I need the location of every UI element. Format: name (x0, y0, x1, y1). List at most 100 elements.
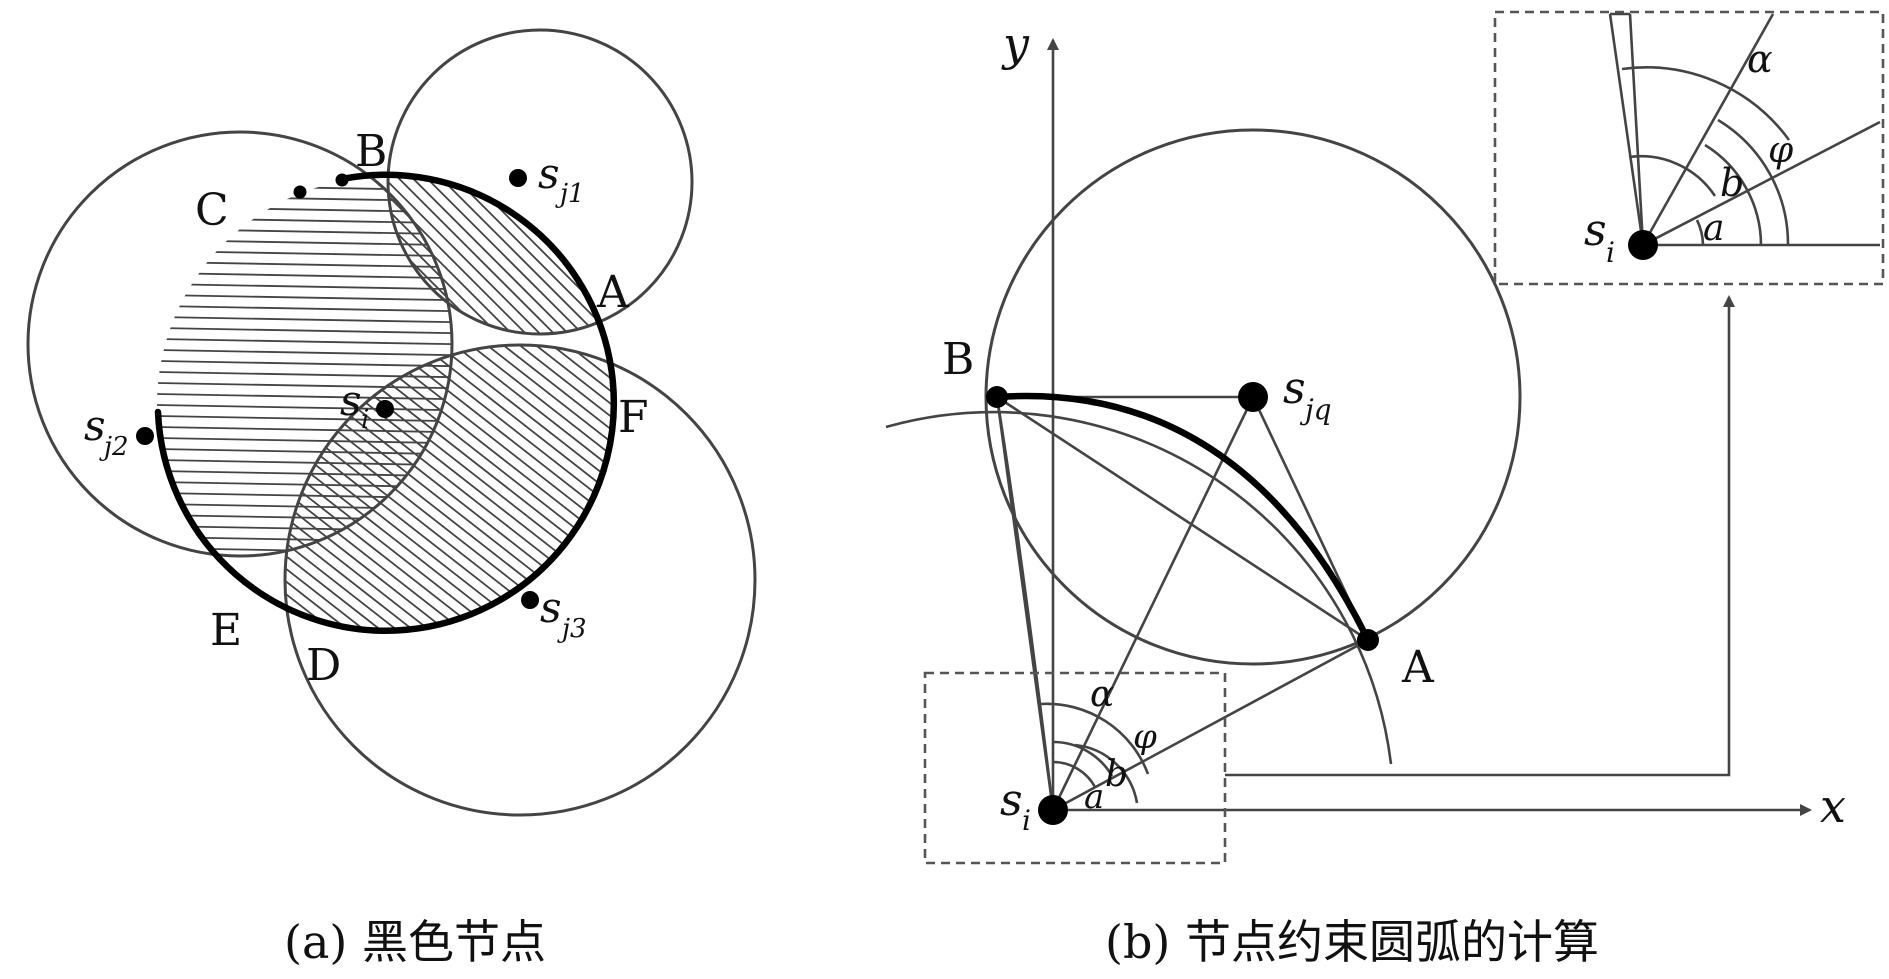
svg-text:s: s (340, 376, 362, 425)
x-axis-label: x (1820, 779, 1846, 833)
hatch-line-diagonal (285, 345, 579, 582)
hatch-line-diagonal (285, 345, 613, 487)
hatch-line-diagonal (285, 345, 613, 464)
svg-text:s: s (84, 401, 106, 450)
angle-arc-alpha (1040, 702, 1150, 775)
point-f-label: F (618, 392, 649, 443)
inset-node-si-dot (1628, 230, 1658, 260)
hatch-line-diagonal (285, 346, 511, 633)
svg-text:i: i (1022, 804, 1031, 837)
svg-text:j1: j1 (555, 179, 585, 209)
hatch-line-horizontal (157, 359, 452, 371)
hatch-line-horizontal (157, 260, 452, 272)
inset-angle-arc-a (1695, 219, 1705, 246)
inset-a-label: a (1703, 208, 1724, 249)
hatch-line-diagonal (388, 177, 613, 334)
hatch-line-diagonal (285, 345, 613, 456)
hatch-line-horizontal (122, 580, 642, 589)
hatch-line-diagonal (285, 345, 609, 543)
constraint-arc-ba (993, 392, 1372, 644)
constraint-arc-boundary (154, 171, 618, 634)
hatch-line-diagonal (285, 433, 443, 633)
svg-text:s: s (1584, 205, 1607, 256)
hatch-line-diagonal (388, 177, 613, 334)
hatch-line-diagonal (285, 345, 566, 598)
hatch-line-horizontal (157, 326, 452, 338)
hatch-line-diagonal (388, 177, 613, 334)
point-b-dot (335, 173, 349, 187)
hatch-line-horizontal (157, 315, 452, 327)
line-b-a (996, 395, 1369, 642)
y-axis-label: y (1001, 17, 1030, 71)
hatch-line-diagonal (333, 345, 613, 369)
hatch-line-diagonal (388, 177, 613, 334)
circle-sj3 (283, 343, 757, 817)
hatch-line-horizontal (157, 469, 452, 481)
node-sj3-label: s j3 (540, 583, 587, 644)
svg-text:s: s (1283, 363, 1306, 414)
svg-text:i: i (361, 405, 369, 435)
point-c-label: C (195, 185, 229, 236)
hatch-line-diagonal (327, 345, 613, 377)
point-a-label: A (596, 267, 630, 318)
panel-b: y x B A s jq s i (885, 10, 1885, 969)
point-c-dot (293, 185, 307, 199)
panel-a: B C A F E D s j1 s j2 s j3 s i (a) 黑色节点 (24, 28, 757, 969)
circle-sj2 (26, 130, 454, 558)
node-si-dot (376, 400, 394, 418)
hatch-line-diagonal (285, 345, 613, 519)
hatch-line-diagonal (285, 345, 529, 633)
node-si-label: s i (340, 376, 369, 435)
hatch-line-horizontal (157, 447, 452, 459)
hatch-line-diagonal (388, 177, 613, 334)
angle-alpha-label: α (1090, 674, 1114, 715)
point-d-label: D (306, 640, 341, 691)
angle-arc-a (1052, 760, 1097, 788)
inset-ray-b2 (1628, 13, 1645, 246)
hatch-line-diagonal (388, 177, 613, 334)
hatch-line-horizontal (157, 238, 452, 250)
hatch-line-diagonal (285, 345, 523, 633)
angle-phi-label: φ (1133, 717, 1157, 757)
line-si-b-curve (995, 396, 1055, 811)
hatch-line-diagonal (388, 177, 613, 334)
hatch-line-horizontal (157, 480, 452, 492)
node-si-label: s i (1000, 775, 1031, 837)
inset-ray-sjq (1641, 13, 1775, 246)
hatch-line-diagonal (285, 345, 572, 590)
caption-a: (a) 黑色节点 (284, 915, 546, 969)
point-b-dot (986, 386, 1008, 408)
zoom-inset: s i α φ b a (1493, 10, 1885, 286)
hatch-line-diagonal (24, 398, 392, 766)
hatch-line-diagonal (388, 177, 613, 334)
point-a-dot (1357, 629, 1379, 651)
inset-angle-arc-inner (1628, 154, 1717, 197)
hatch-line-diagonal (285, 345, 554, 614)
svg-text:j2: j2 (99, 432, 129, 462)
inset-angle-arc-alpha (1621, 66, 1791, 141)
node-sj1-label: s j1 (538, 149, 585, 209)
inset-angle-arc-phi (1717, 118, 1790, 246)
hatch-line-horizontal (122, 558, 642, 567)
arc-around-si (885, 410, 1393, 765)
inset-node-si-label: s i (1584, 205, 1615, 269)
hatch-right-region (285, 345, 613, 633)
circle-sj1 (386, 28, 694, 336)
zoom-source-box (923, 671, 1227, 865)
hatch-line-horizontal (157, 304, 452, 316)
hatch-line-diagonal (388, 177, 613, 334)
node-si-dot (1038, 795, 1068, 825)
svg-text:i: i (1606, 236, 1615, 269)
angle-a-label: a (1084, 777, 1104, 817)
hatch-line-horizontal (157, 370, 452, 382)
hatch-line-diagonal (285, 345, 560, 606)
node-sj1-dot (509, 169, 527, 187)
inset-alpha-label: α (1747, 37, 1773, 81)
hatch-line-horizontal (157, 293, 452, 305)
hatch-line-diagonal (285, 345, 536, 633)
point-a-label: A (1401, 642, 1435, 693)
hatch-line-horizontal (157, 458, 452, 470)
inset-b-label: b (1720, 161, 1744, 205)
hatch-line-diagonal (388, 177, 613, 334)
hatch-line-diagonal (285, 345, 613, 503)
